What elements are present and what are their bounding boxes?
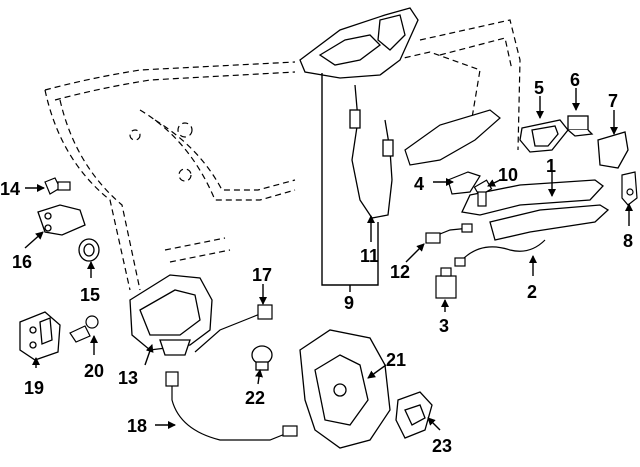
cylinder-trim-ring xyxy=(519,119,569,153)
callout-18: 18 xyxy=(127,416,147,436)
grommet xyxy=(78,238,100,262)
callout-19: 19 xyxy=(24,378,44,398)
handle-end-cap xyxy=(597,131,629,169)
callout-9: 9 xyxy=(344,293,354,313)
callout-23: 23 xyxy=(432,436,452,456)
callout-16: 16 xyxy=(12,252,32,272)
callout-7: 7 xyxy=(608,91,618,111)
callout-21: 21 xyxy=(386,350,406,370)
callout-8: 8 xyxy=(623,231,633,251)
callout-12: 12 xyxy=(390,262,410,282)
door-switch xyxy=(435,267,457,299)
inner-lock-panel xyxy=(299,329,391,449)
door-skin-outline xyxy=(394,19,521,151)
handle-housing xyxy=(404,109,501,166)
callout-10: 10 xyxy=(498,165,518,185)
striker-bolt xyxy=(44,177,71,195)
outside-handle xyxy=(461,179,610,241)
door-striker xyxy=(19,311,61,361)
lock-bracket xyxy=(395,391,433,439)
callout-4: 4 xyxy=(414,174,424,194)
callout-14: 14 xyxy=(0,179,20,199)
callout-3: 3 xyxy=(439,316,449,336)
callout-20: 20 xyxy=(84,361,104,381)
door-lock-actuator xyxy=(129,274,213,356)
callout-5: 5 xyxy=(534,78,544,98)
callout-22: 22 xyxy=(245,388,265,408)
callout-17: 17 xyxy=(252,265,272,285)
callout-1: 1 xyxy=(546,156,556,176)
handle-carrier-frame xyxy=(299,7,419,79)
callout-labels: 1 2 3 4 5 6 7 8 9 10 11 12 13 14 15 16 1… xyxy=(0,70,633,456)
bushing xyxy=(251,345,273,371)
handle-sensor xyxy=(425,223,473,244)
handle-gasket xyxy=(447,171,481,195)
door-panel-outline xyxy=(44,61,296,291)
callout-2: 2 xyxy=(527,282,537,302)
leader-lines xyxy=(24,73,633,431)
release-cable xyxy=(165,371,298,441)
callout-11: 11 xyxy=(360,246,379,266)
callout-6: 6 xyxy=(570,70,580,90)
handle-clip xyxy=(621,171,638,206)
handle-harness xyxy=(454,239,546,267)
lock-cable xyxy=(349,84,394,219)
lock-rod xyxy=(194,304,273,353)
check-bracket xyxy=(37,204,86,236)
callout-13: 13 xyxy=(118,368,138,388)
callout-15: 15 xyxy=(80,285,100,305)
lock-cylinder xyxy=(567,115,594,137)
